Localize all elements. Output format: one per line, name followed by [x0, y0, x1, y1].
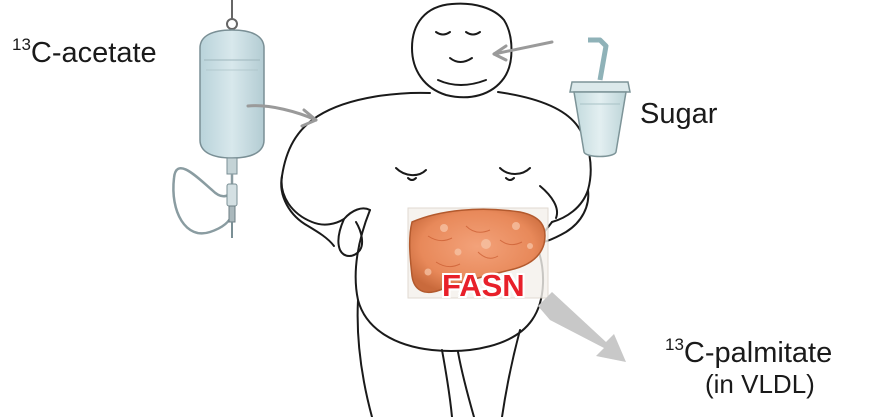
person-arm-left-outer: [281, 176, 334, 246]
person-torso: [282, 92, 591, 225]
palmitate-output-arrow: [538, 292, 626, 362]
palmitate-label-text: C-palmitate: [684, 337, 832, 369]
person-arm-left: [338, 208, 370, 256]
drink-cup-with-straw-icon: [570, 40, 630, 157]
person-leg-left: [358, 300, 372, 417]
person-head: [412, 4, 512, 98]
person-leg-inner: [442, 350, 452, 417]
person-chest-left: [396, 168, 426, 175]
person-nipple-right: [506, 178, 514, 180]
person-nipple-left: [408, 178, 416, 180]
palmitate-isotope-superscript: 13: [665, 335, 684, 354]
fasn-enzyme-label: FASN: [442, 268, 525, 304]
iv-drip-bag-icon: [173, 0, 264, 238]
person-chest-right: [500, 168, 530, 174]
palmitate-label: 13C-palmitate: [665, 336, 832, 368]
vldl-note-label: (in VLDL): [705, 371, 815, 397]
person-leg-inner-2: [458, 352, 474, 417]
acetate-label: 13C-acetate: [12, 36, 157, 68]
sugar-label: Sugar: [640, 100, 717, 129]
acetate-label-text: C-acetate: [31, 37, 157, 69]
person-leg-right: [502, 330, 520, 417]
acetate-isotope-superscript: 13: [12, 35, 31, 54]
